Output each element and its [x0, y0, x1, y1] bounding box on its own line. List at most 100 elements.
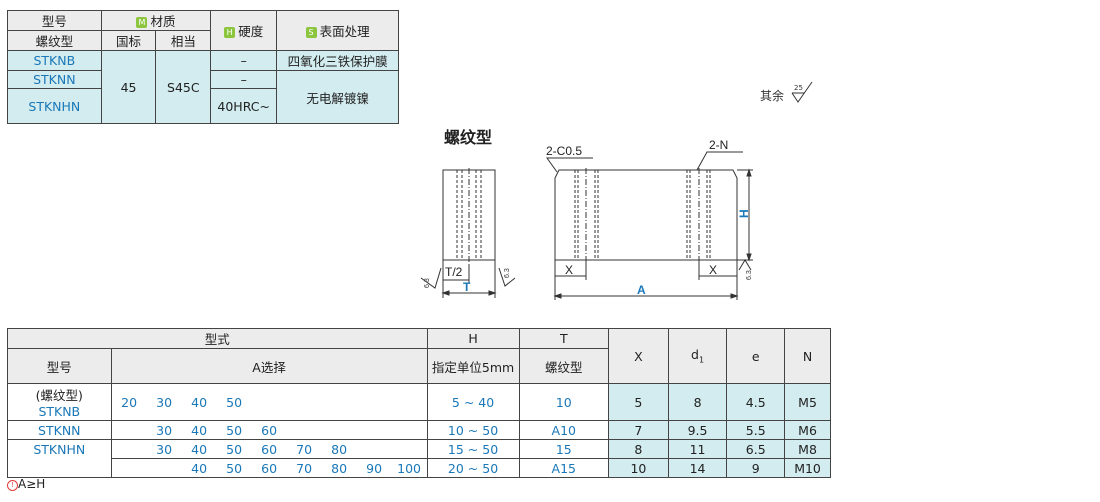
a-option: 80	[331, 441, 348, 457]
a-label: A	[637, 283, 646, 297]
h-unit-header: 指定单位5mm	[426, 348, 520, 384]
t-cell: A15	[518, 458, 610, 478]
model-cell: STKNHN	[7, 88, 102, 124]
model-name: STKNB	[38, 404, 81, 419]
x-cell: 7	[608, 420, 669, 440]
front-view-hidden-lines	[574, 170, 711, 260]
roughness-symbol-front-icon	[738, 259, 752, 271]
model-cell: STKNN	[7, 70, 102, 89]
material-subheader-row: 螺纹型 国标 相当	[7, 30, 399, 51]
material-row: STKNB 45 S45C – 四氧化三铁保护膜	[7, 50, 399, 124]
a-option: 20	[121, 394, 138, 410]
n-cell: M6	[784, 420, 831, 440]
surface-roughness-note: 其余 25	[760, 80, 818, 104]
material-row: STKNN – 无电解镀镍	[7, 70, 399, 124]
a-option: 60	[261, 422, 278, 438]
equivalent-header: 相当	[155, 30, 212, 51]
a-option: 40	[191, 394, 208, 410]
a-option	[147, 461, 182, 476]
a-option: 60	[261, 441, 278, 457]
spec-subheader-row: 型号 A选择 指定单位5mm 螺纹型	[7, 348, 831, 384]
a-option: 100	[397, 460, 421, 476]
chamfer-leader	[546, 157, 593, 173]
roughness-symbol-right-icon	[498, 267, 516, 287]
d1-cell: 9.5	[667, 420, 728, 440]
d1-cell: 14	[667, 458, 728, 478]
a-option: 90	[366, 460, 383, 476]
surface-note-text: 其余	[760, 89, 785, 103]
t-half-label: T/2	[445, 265, 463, 279]
material-label: 材质	[150, 14, 176, 29]
a-option: 40	[191, 441, 208, 457]
model-header: 型号	[7, 348, 112, 384]
warning-icon: !	[7, 477, 18, 491]
h-range-cell: 20 ~ 50	[426, 458, 520, 478]
a-option	[392, 442, 427, 457]
roughness-label-left: 6.3	[424, 278, 431, 288]
e-cell: 4.5	[726, 383, 786, 421]
d1-cell: 11	[667, 439, 728, 459]
a-option: 40	[191, 460, 208, 476]
spec-header-row: 型式 H T X d1 e N	[7, 328, 831, 384]
t-cell: A10	[518, 420, 610, 440]
h-header: H	[426, 328, 520, 349]
side-view-hidden-lines	[456, 170, 482, 260]
thread-type-header: 螺纹型	[7, 30, 102, 51]
h-range-cell: 5 ~ 40	[426, 383, 520, 421]
material-badge-icon: M	[136, 17, 148, 28]
surface-label: 表面处理	[319, 24, 370, 39]
t-thread-header: 螺纹型	[518, 348, 610, 384]
model-group-label: (螺纹型)	[35, 388, 83, 403]
holes-leader	[696, 151, 743, 171]
hardness-label: 硬度	[238, 24, 264, 39]
national-std-cell: 45	[100, 50, 157, 124]
a-option	[112, 442, 147, 457]
footnote-text: A≥H	[18, 477, 46, 491]
x-cell: 10	[608, 458, 669, 478]
roughness-label-right: 6.3	[504, 268, 511, 278]
t-header: T	[518, 328, 610, 349]
a-option: 60	[261, 460, 278, 476]
national-std-header: 国标	[100, 30, 157, 51]
chamfer-label: 2-C0.5	[546, 144, 582, 158]
a-option	[392, 423, 427, 438]
a-option: 40	[191, 422, 208, 438]
model-cell: STKNB	[7, 50, 102, 71]
holes-label: 2-N	[709, 138, 728, 152]
t-cell: 15	[518, 439, 610, 459]
h-range-cell: 15 ~ 50	[426, 439, 520, 459]
a-select-header: A选择	[110, 348, 428, 384]
a-option	[357, 423, 392, 438]
roughness-label-front: 6.3	[746, 270, 753, 280]
a-option	[112, 461, 147, 476]
a-option: 70	[296, 460, 313, 476]
a-option	[357, 442, 392, 457]
h-range-cell: 10 ~ 50	[426, 420, 520, 440]
hardness-cell: 40HRC~	[210, 88, 278, 124]
a-option	[392, 395, 427, 410]
e-cell: 6.5	[726, 439, 786, 459]
x-header: X	[608, 328, 669, 384]
n-cell: M8	[784, 439, 831, 459]
model-cell: (螺纹型) STKNB	[7, 383, 112, 421]
drawing-title: 螺纹型	[444, 128, 493, 147]
roughness-value: 25	[794, 84, 803, 92]
a-option	[357, 395, 392, 410]
e-header: e	[726, 328, 786, 384]
model-header: 型号	[7, 10, 102, 31]
n-header: N	[784, 328, 831, 384]
surface-cell: 无电解镀镍	[276, 70, 399, 124]
hardness-cell: –	[210, 50, 278, 71]
a-option: 80	[331, 460, 348, 476]
hardness-cell: –	[210, 70, 278, 89]
spec-table: 型式 H T X d1 e N 型号 A选择 指定单位5mm 螺纹型 (螺纹型)…	[7, 328, 831, 478]
material-row: STKNHN 40HRC~	[7, 88, 399, 124]
